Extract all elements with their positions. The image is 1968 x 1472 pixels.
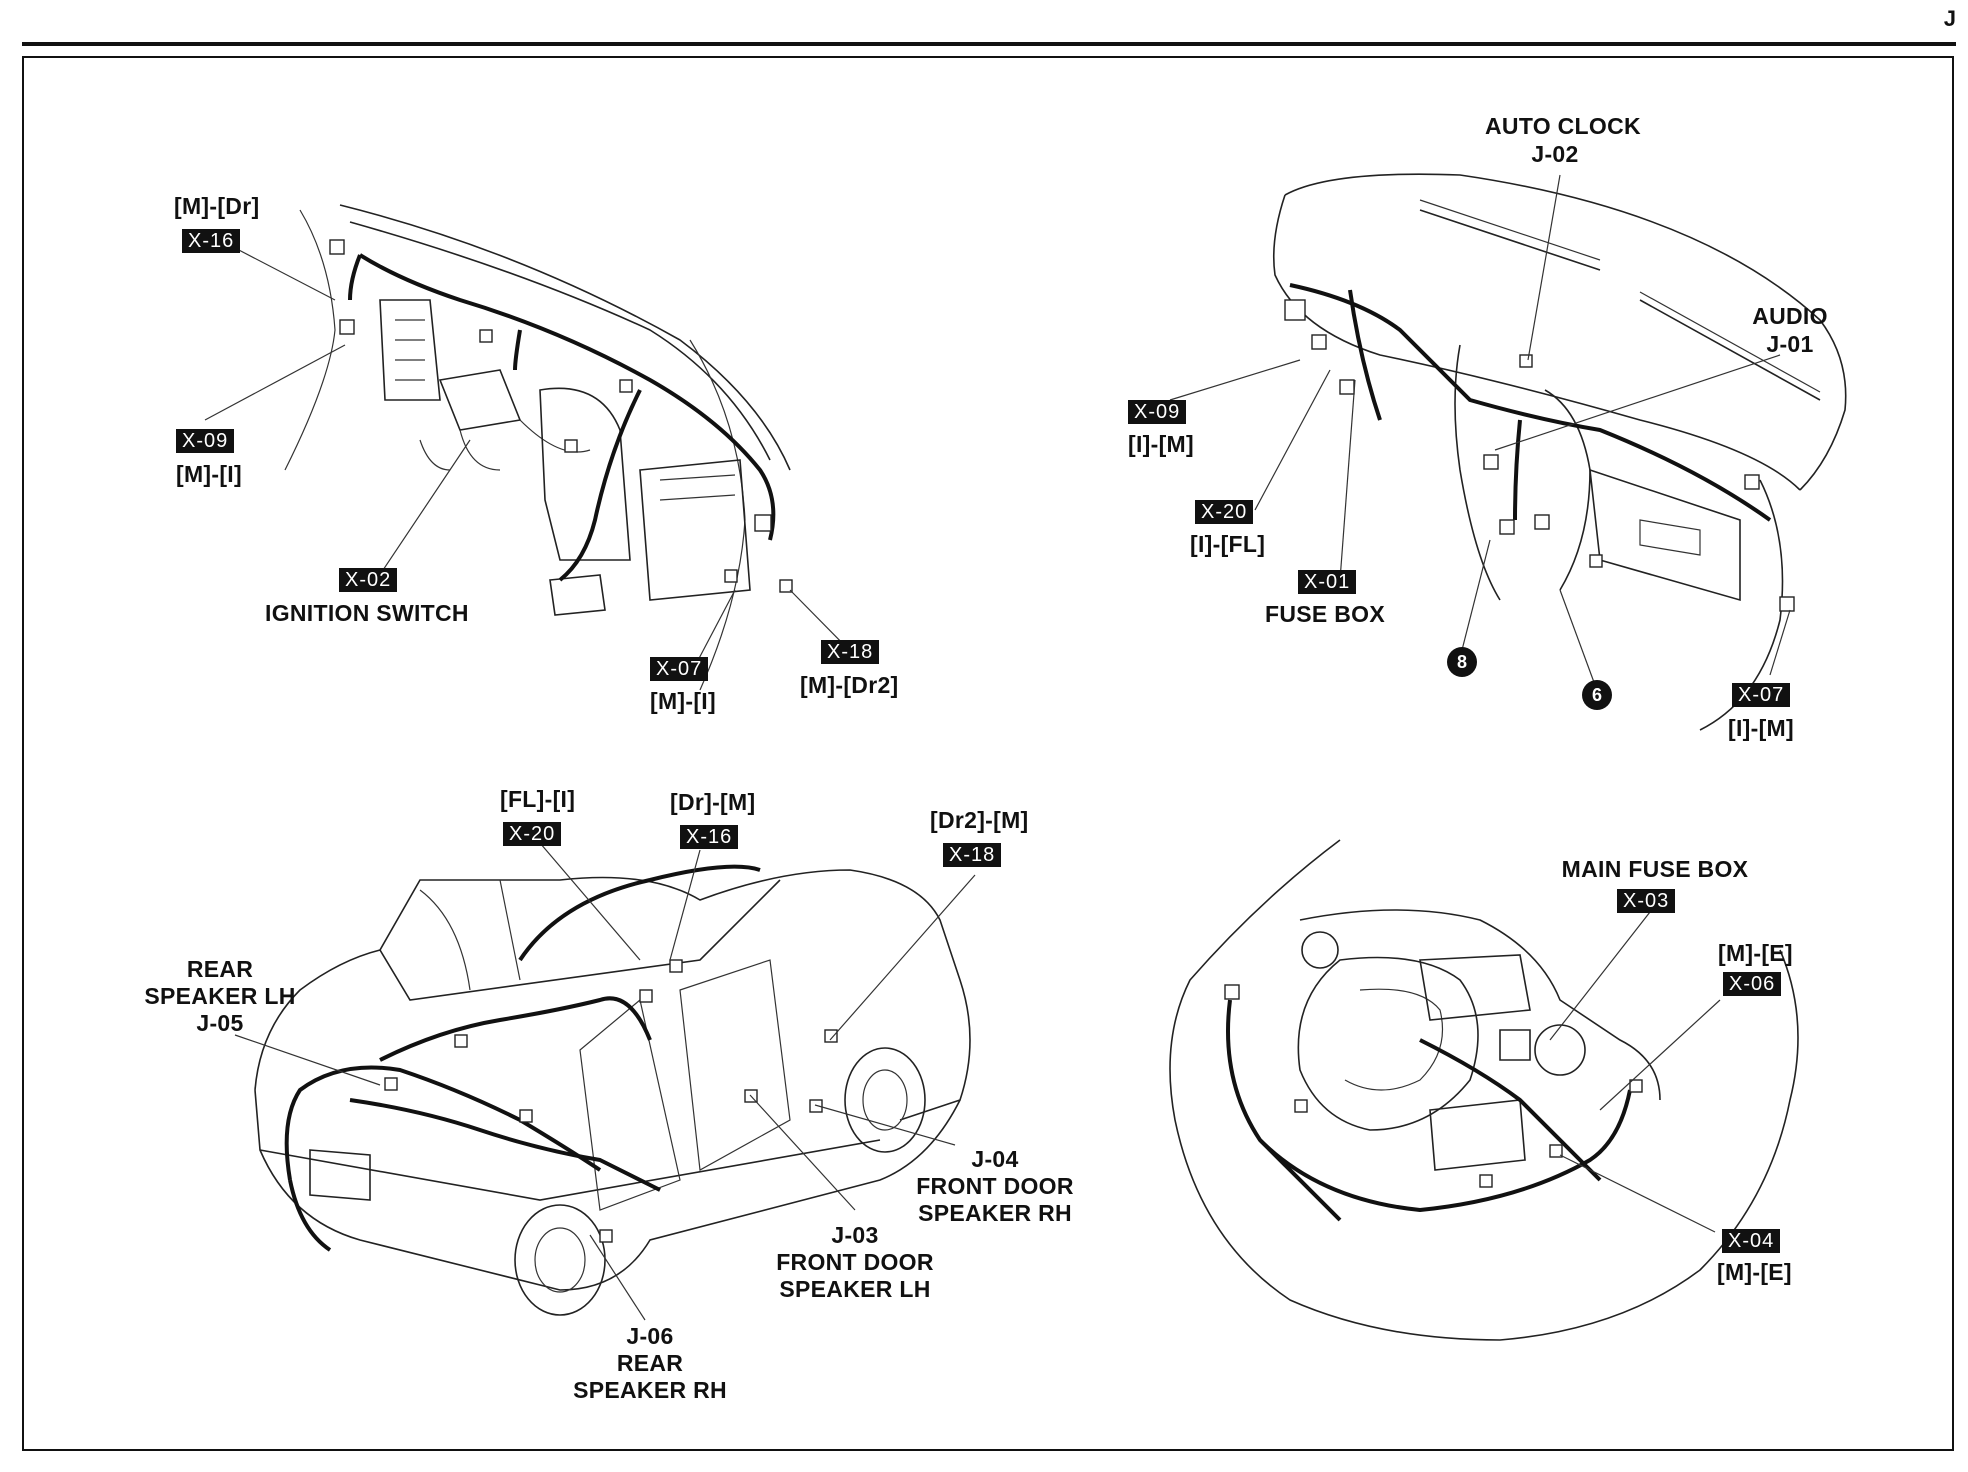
audio-code: J-01 (1766, 331, 1814, 357)
x07-code-label: [M]-[I] (650, 688, 716, 714)
x16-connector-tag: X-16 (182, 229, 241, 253)
audio-label: AUDIO (1752, 303, 1828, 329)
x09-right-code-label: [I]-[M] (1128, 431, 1194, 457)
x04-code-label: [M]-[E] (1717, 1259, 1792, 1285)
x20-body-code-label: [FL]-[I] (500, 786, 576, 812)
dashboard-right-drawing (1169, 173, 1847, 731)
rear-speaker-lh-line1: REAR (186, 956, 254, 982)
x18-connector-tag: X-18 (821, 640, 880, 664)
front-door-speaker-lh-line2: SPEAKER LH (779, 1276, 931, 1302)
x16-body-connector-tag: X-16 (680, 825, 739, 849)
ignition-switch-label: IGNITION SWITCH (265, 600, 469, 626)
x09-right-connector-tag: X-09 (1128, 400, 1187, 424)
x07-right-code-label: [I]-[M] (1728, 715, 1794, 741)
auto-clock-label: AUTO CLOCK (1485, 113, 1641, 139)
x20-body-connector-tag: X-20 (503, 822, 562, 846)
diagram-frame (22, 56, 1954, 1451)
x06-connector-tag: X-06 (1723, 972, 1782, 996)
x16-body-code-label: [Dr]-[M] (670, 789, 756, 815)
front-door-speaker-lh-line1: FRONT DOOR (776, 1249, 934, 1275)
x07-right-connector-tag: X-07 (1732, 683, 1791, 707)
rear-speaker-rh-line1: REAR (616, 1350, 684, 1376)
auto-clock-code: J-02 (1531, 141, 1579, 167)
x09-code-label: [M]-[I] (176, 461, 242, 487)
header-rule (22, 42, 1956, 46)
front-door-speaker-rh-line1: FRONT DOOR (916, 1173, 1074, 1199)
x01-connector-tag: X-01 (1298, 570, 1357, 594)
x07-connector-tag: X-07 (650, 657, 709, 681)
front-door-speaker-rh-line2: SPEAKER RH (918, 1200, 1072, 1226)
main-fuse-box-label: MAIN FUSE BOX (1561, 856, 1749, 882)
x16-code-label: [M]-[Dr] (174, 193, 260, 219)
x20-right-connector-tag: X-20 (1195, 500, 1254, 524)
ground-point-6: 6 (1582, 680, 1612, 710)
x06-code-label: [M]-[E] (1718, 940, 1793, 966)
front-door-speaker-lh-code: J-03 (831, 1222, 879, 1248)
ground-point-8: 8 (1447, 647, 1477, 677)
fuse-box-label: FUSE BOX (1265, 601, 1385, 627)
x04-connector-tag: X-04 (1722, 1229, 1781, 1253)
rear-speaker-lh-code: J-05 (196, 1010, 244, 1036)
page-section-letter: J (1943, 6, 1956, 31)
engine-bay-drawing (1169, 839, 1799, 1341)
x09-connector-tag: X-09 (176, 429, 235, 453)
x03-connector-tag: X-03 (1617, 889, 1676, 913)
car-body-drawing (234, 842, 976, 1321)
x18-body-connector-tag: X-18 (943, 843, 1002, 867)
x02-connector-tag: X-02 (339, 568, 398, 592)
rear-speaker-rh-line2: SPEAKER RH (573, 1377, 727, 1403)
front-door-speaker-rh-code: J-04 (971, 1146, 1019, 1172)
x18-body-code-label: [Dr2]-[M] (930, 807, 1029, 833)
x18-code-label: [M]-[Dr2] (800, 672, 899, 698)
x20-right-code-label: [I]-[FL] (1190, 531, 1266, 557)
rear-speaker-rh-code: J-06 (626, 1323, 674, 1349)
rear-speaker-lh-line2: SPEAKER LH (144, 983, 296, 1009)
